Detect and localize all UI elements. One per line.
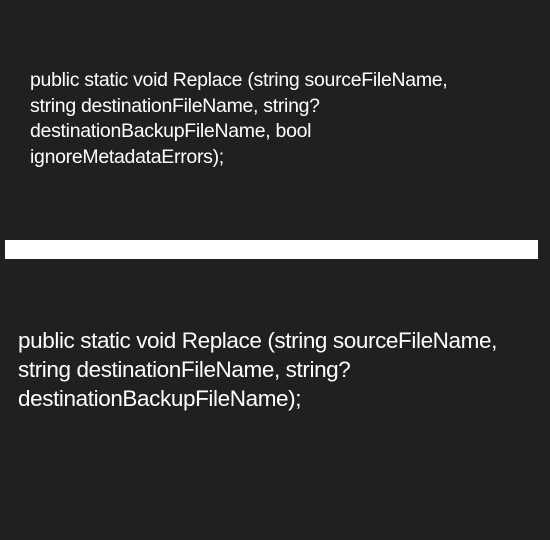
signature-line: destinationBackupFileName, bool [30,120,312,142]
signature-line: public static void Replace (string sourc… [18,328,497,353]
signature-line: destinationBackupFileName); [18,386,302,411]
signature-line: ignoreMetadataErrors); [30,145,224,168]
signature-line: string destinationFileName, string? [18,357,351,382]
method-signature-with-ignore-metadata-errors: public static void Replace (string sourc… [30,68,530,170]
signature-line: string destinationFileName, string? [30,94,320,117]
method-signature-without-ignore-metadata-errors: public static void Replace (string sourc… [18,326,550,413]
divider-bar [5,240,538,259]
signature-line: public static void Replace (string sourc… [30,69,448,91]
